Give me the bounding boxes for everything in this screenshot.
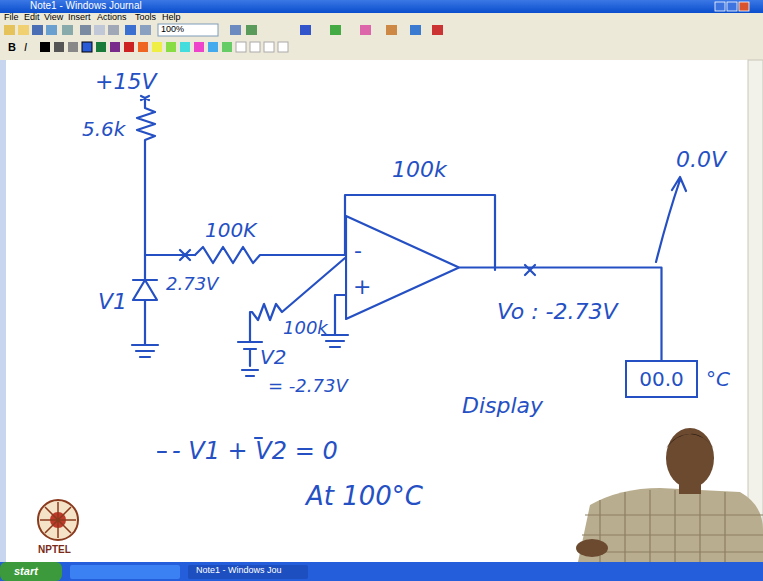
scrollbar [748, 60, 763, 562]
zener-symbol [133, 255, 157, 345]
display-reading: 00.0 [639, 368, 684, 390]
presenter [576, 428, 763, 562]
signal-name: V1 [98, 290, 127, 314]
annotation-arrow [656, 177, 686, 262]
taskbar [0, 562, 763, 581]
resistor-symbol [195, 247, 345, 263]
unit-label: °C [706, 368, 730, 390]
op-amp: -+ [345, 215, 460, 320]
menu-item: Tools [135, 13, 156, 23]
menu-item: File [4, 13, 19, 23]
display-box: 00.0 [625, 360, 698, 398]
menu-item: Edit [24, 13, 40, 23]
toolbar [0, 13, 763, 60]
start-label: start [14, 565, 38, 577]
window-title: Note1 - Windows Journal [30, 0, 142, 11]
input-sign: + [353, 275, 371, 299]
op-amp-symbol [345, 215, 460, 320]
logo-text: NPTEL [38, 544, 71, 555]
feedback-wire [345, 195, 495, 270]
resistor-symbol [137, 98, 155, 255]
battery-symbol [238, 342, 262, 376]
bold-button: B [8, 41, 16, 53]
page-margin [0, 60, 6, 562]
output-voltage: Vo : -2.73V [497, 300, 618, 324]
zoom-value: 100% [161, 25, 184, 35]
title-bar [0, 0, 763, 13]
start-button [0, 562, 62, 581]
supply-voltage: +15V [95, 70, 156, 94]
resistor-value: 5.6k [82, 118, 125, 140]
menu-item: Help [162, 13, 181, 23]
color-palette [40, 42, 288, 52]
signal-name: V2 [260, 346, 286, 368]
ground-symbol [132, 345, 158, 357]
input-sign: - [354, 239, 362, 263]
voltage-value: = -2.73V [268, 376, 348, 396]
circuit-wires [132, 96, 686, 452]
output-wire [460, 268, 662, 361]
menu-item: Insert [68, 13, 91, 23]
menu-item: View [44, 13, 63, 23]
nptel-logo [38, 500, 78, 540]
taskbar-item: Note1 - Windows Jou [196, 566, 282, 576]
resistor-symbol [250, 258, 345, 342]
voltage-value: 2.73V [166, 274, 218, 294]
toolbar-icons [4, 24, 443, 36]
resistor-value: 100k [283, 318, 328, 338]
resistor-value: 100k [392, 158, 447, 182]
note: Display [462, 394, 543, 418]
italic-button: I [24, 41, 27, 53]
equation: - V1 + V2 = 0 [172, 438, 338, 464]
menu-item: Actions [97, 13, 127, 23]
resistor-value: 100K [205, 219, 256, 241]
voltage-value: 0.0V [676, 148, 726, 172]
note: At 100°C [306, 482, 423, 511]
